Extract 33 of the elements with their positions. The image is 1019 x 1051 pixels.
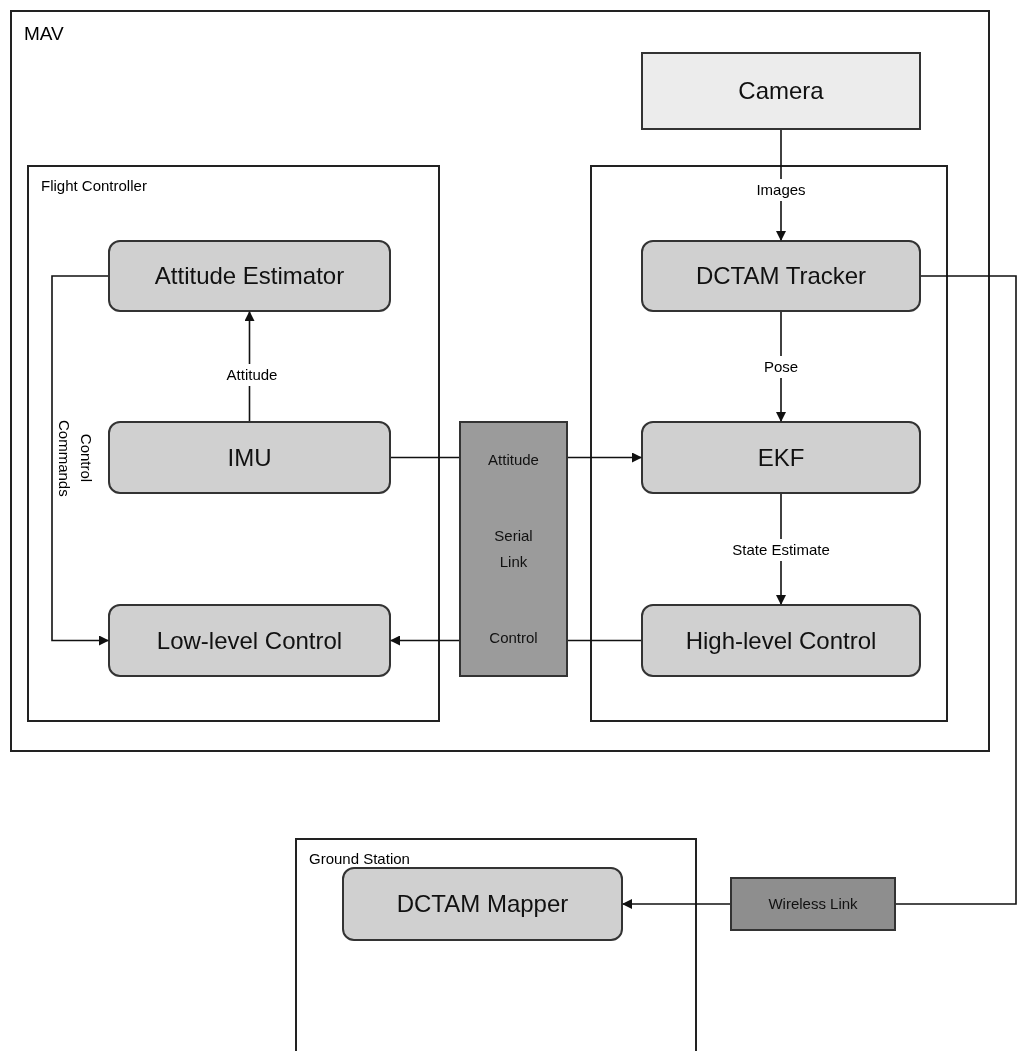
box-label: High-level Control <box>685 625 877 656</box>
process-box <box>641 240 921 312</box>
link-box <box>459 421 568 677</box>
box-label: Attitude Estimator <box>154 261 345 291</box>
box-label: Wireless Link <box>768 893 858 914</box>
box-label: DCTAM Tracker <box>695 261 867 291</box>
process-box <box>641 421 921 494</box>
connector-arrow <box>51 275 109 646</box>
box-label: DCTAM Mapper <box>396 889 569 919</box>
box-label: EKF <box>757 442 805 473</box>
process-box <box>641 604 921 677</box>
container-box <box>10 10 990 752</box>
container-heading: Flight Controller <box>41 176 147 196</box>
process-box <box>108 421 391 494</box>
container-box <box>590 165 948 722</box>
container-heading: MAV <box>24 22 64 46</box>
container-box <box>295 838 697 1051</box>
link-text: Control <box>488 628 539 648</box>
container-box <box>27 165 440 722</box>
box-label: Low-level Control <box>156 625 343 656</box>
connector-arrow <box>390 635 460 646</box>
connector-arrow <box>622 899 731 909</box>
connector-arrow <box>567 452 642 463</box>
link-text: Attitude <box>487 450 540 470</box>
process-box <box>342 867 623 941</box>
container-heading: Ground Station <box>309 849 410 869</box>
device-box <box>641 52 921 130</box>
link-text: Serial Link <box>493 526 534 572</box>
process-box <box>108 240 391 312</box>
box-label: IMU <box>227 442 272 473</box>
process-box <box>108 604 391 677</box>
box-label: Camera <box>738 76 824 106</box>
link-box <box>730 877 896 931</box>
